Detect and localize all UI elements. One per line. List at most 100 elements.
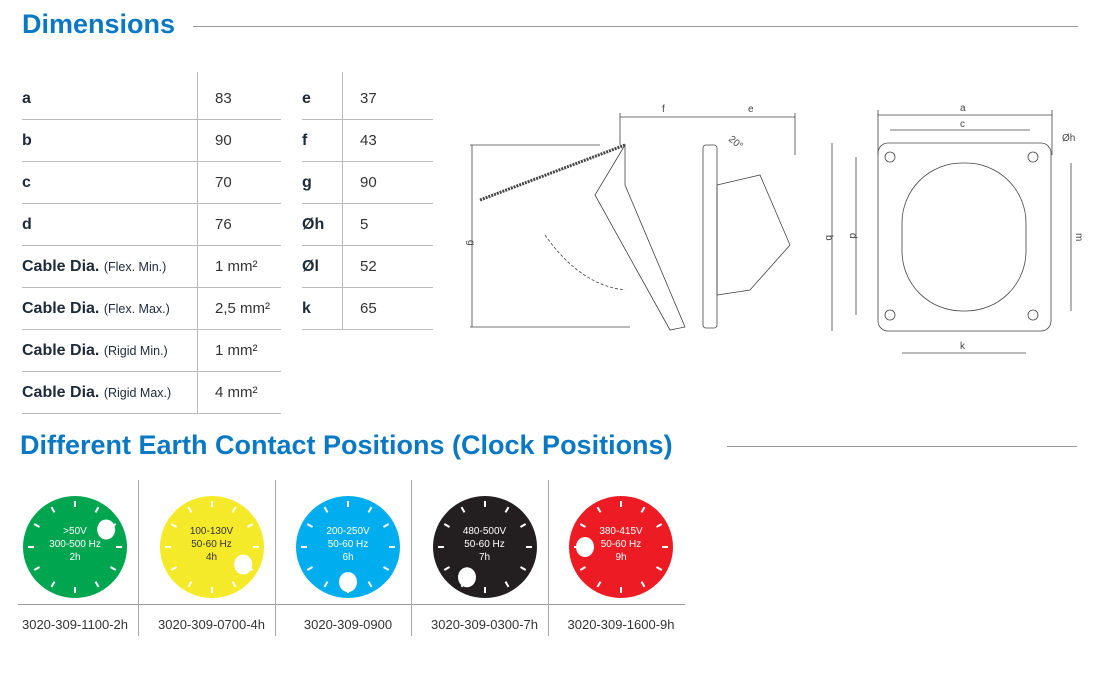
label-k: k [960, 341, 966, 352]
hour-tick [504, 506, 509, 513]
label-f: f [662, 104, 665, 115]
hour-tick [110, 566, 117, 571]
hour-tick [519, 566, 526, 571]
dimension-value: 90 [342, 161, 433, 204]
dimension-label: a [22, 78, 198, 120]
dimension-value: 5 [342, 203, 433, 246]
label-d: d [847, 233, 858, 239]
label-b: b [823, 235, 834, 241]
hour-tick [383, 523, 390, 528]
hour-tick [640, 506, 646, 513]
hour-tick [323, 581, 329, 588]
hour-tick [231, 581, 236, 588]
hour-tick [596, 581, 602, 588]
part-code: 3020-309-0700-4h [158, 617, 265, 632]
dimensions-heading: Dimensions [22, 9, 176, 39]
heading-rule [727, 446, 1077, 447]
dimension-value: 65 [342, 287, 433, 330]
dimension-label: g [302, 161, 343, 204]
label-e: e [748, 104, 754, 115]
hour-tick [367, 581, 373, 588]
dimension-value: 1 mm² [197, 329, 281, 372]
dimension-label: d [22, 203, 198, 246]
hour-tick [50, 581, 56, 588]
hour-tick [170, 566, 177, 571]
column-divider [274, 480, 276, 636]
part-code: 3020-309-0900 [303, 617, 393, 632]
dimension-note: (Rigid Min.) [103, 343, 168, 358]
dimension-label: Cable Dia. (Flex. Max.) [22, 287, 198, 330]
dimension-label: k [302, 287, 343, 330]
dial-voltage: >50V [63, 526, 87, 537]
dimension-label: c [22, 161, 198, 204]
side-view-drawing: g f e 20° [465, 104, 796, 331]
label-g: g [465, 240, 476, 246]
dimension-label: Cable Dia. (Flex. Min.) [22, 245, 198, 288]
column-divider [138, 480, 139, 636]
label-m: m [1073, 233, 1084, 241]
dial-pos: 9h [615, 552, 627, 563]
earth-contact-marker [457, 567, 476, 588]
dial-freq: 50-60 Hz [327, 539, 369, 550]
dimension-value: 37 [342, 78, 433, 120]
dial-text: >50V 300-500 Hz 2h [22, 525, 128, 564]
dimension-value: 90 [197, 119, 281, 162]
hour-tick [596, 506, 602, 513]
hour-tick [640, 581, 646, 588]
dimension-row: Cable Dia. (Rigid Min.)1 mm² [22, 329, 281, 372]
hour-tick [306, 523, 313, 528]
earth-contact-marker [97, 519, 116, 540]
dimension-value: 70 [197, 161, 281, 204]
dial-freq: 50-60 Hz [191, 539, 232, 550]
clock-position-dial: 200-250V 50-60 Hz 6h [295, 495, 401, 599]
clock-base-rule [18, 604, 685, 605]
label-angle: 20° [726, 134, 745, 152]
hour-tick [170, 523, 177, 528]
dial-voltage: 200-250V [326, 526, 370, 537]
hour-tick [443, 523, 450, 528]
dimension-row: Cable Dia. (Flex. Min.)1 mm² [22, 245, 281, 288]
dimension-row: Cable Dia. (Flex. Max.)2,5 mm² [22, 287, 281, 330]
dial-freq: 300-500 Hz [49, 539, 101, 550]
hour-tick [323, 506, 329, 513]
hour-tick [579, 523, 586, 528]
dimension-value: 52 [342, 245, 433, 288]
front-view-drawing: a c Øh b d m k [823, 103, 1084, 354]
dimension-label: f [302, 119, 343, 162]
dial-voltage: 100-130V [189, 526, 234, 537]
dial-pos: 7h [478, 552, 491, 563]
dimension-label: Øl [302, 245, 343, 288]
label-a: a [960, 103, 966, 114]
dial-pos: 4h [205, 552, 218, 563]
dimension-label: e [302, 78, 343, 120]
hour-tick [231, 506, 236, 513]
hour-tick [306, 566, 313, 571]
heading-rule [193, 26, 1078, 27]
part-code: 3020-309-1600-9h [567, 617, 675, 632]
hour-tick [33, 566, 40, 571]
table-top-stub [197, 72, 198, 80]
label-h: Øh [1062, 133, 1075, 144]
hour-tick [94, 506, 100, 513]
dial-freq: 50-60 Hz [600, 539, 642, 550]
dial-pos: 6h [342, 552, 354, 563]
hour-tick [383, 566, 390, 571]
column-divider [411, 480, 412, 636]
dimension-note: (Flex. Min.) [103, 259, 167, 274]
earth-contact-marker [339, 572, 357, 592]
dial-text: 100-130V 50-60 Hz 4h [159, 525, 265, 564]
hour-tick [50, 506, 56, 513]
hour-tick [579, 566, 586, 571]
hour-tick [187, 581, 192, 588]
dimension-value: 43 [342, 119, 433, 162]
dimension-note: (Rigid Max.) [103, 385, 172, 400]
dial-freq: 50-60 Hz [464, 539, 505, 550]
dial-pos: 2h [69, 552, 81, 563]
hour-tick [656, 523, 663, 528]
